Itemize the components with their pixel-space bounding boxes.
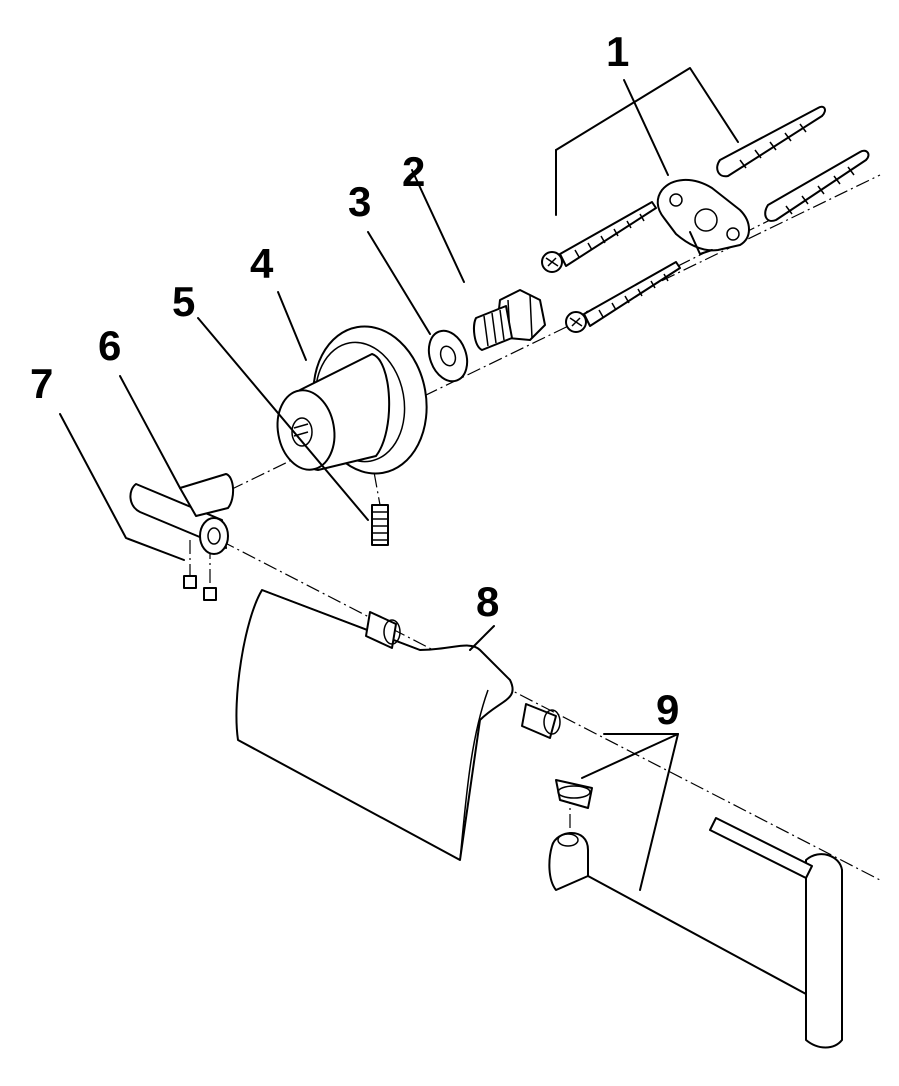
- callout-7-label: 7: [30, 360, 53, 407]
- callout-8-label: 8: [476, 578, 499, 625]
- callout-2-label: 2: [402, 148, 425, 195]
- wood-screw-upper: [541, 201, 657, 273]
- part-3-washer: [367, 231, 469, 383]
- part-6-t-connector: [119, 375, 234, 555]
- part-9-roll-bar: [548, 733, 843, 1049]
- callout-4-leader: [277, 291, 307, 361]
- wood-screw-lower: [565, 261, 681, 333]
- part-5-set-screw: [197, 317, 389, 546]
- callout-9-bracket: [581, 733, 679, 779]
- wall-anchor-upper: [716, 105, 826, 178]
- assembly-axes: [189, 174, 881, 881]
- callout-1-label: 1: [606, 28, 629, 75]
- callout-6-label: 6: [98, 322, 121, 369]
- callout-1-leader-b: [623, 79, 669, 176]
- callout-5-leader: [197, 317, 369, 521]
- callout-7-leader: [59, 413, 185, 561]
- wall-plate: [656, 179, 750, 255]
- callout-3-leader: [367, 231, 431, 335]
- callout-9-label: 9: [656, 686, 679, 733]
- callout-6-leader: [119, 375, 181, 489]
- callout-9-leader: [639, 733, 679, 891]
- part-8-cover-flap: [235, 589, 561, 861]
- callout-8-leader: [469, 625, 495, 651]
- part-4-base-rosette: [276, 291, 428, 475]
- callout-labels: 1 2 3 4 5 6 7 8 9: [30, 28, 679, 733]
- wall-anchor-lower: [764, 149, 870, 222]
- callout-3-label: 3: [348, 178, 371, 225]
- callout-2-leader: [411, 169, 465, 283]
- part-7-grub-screws: [59, 413, 217, 601]
- callout-1-bracket: [555, 67, 739, 151]
- part-1-wall-fixings: [541, 67, 870, 333]
- callout-4-label: 4: [250, 240, 274, 287]
- main-axis-lower: [199, 529, 881, 881]
- part-2-threaded-stud: [411, 169, 546, 351]
- callout-5-label: 5: [172, 278, 195, 325]
